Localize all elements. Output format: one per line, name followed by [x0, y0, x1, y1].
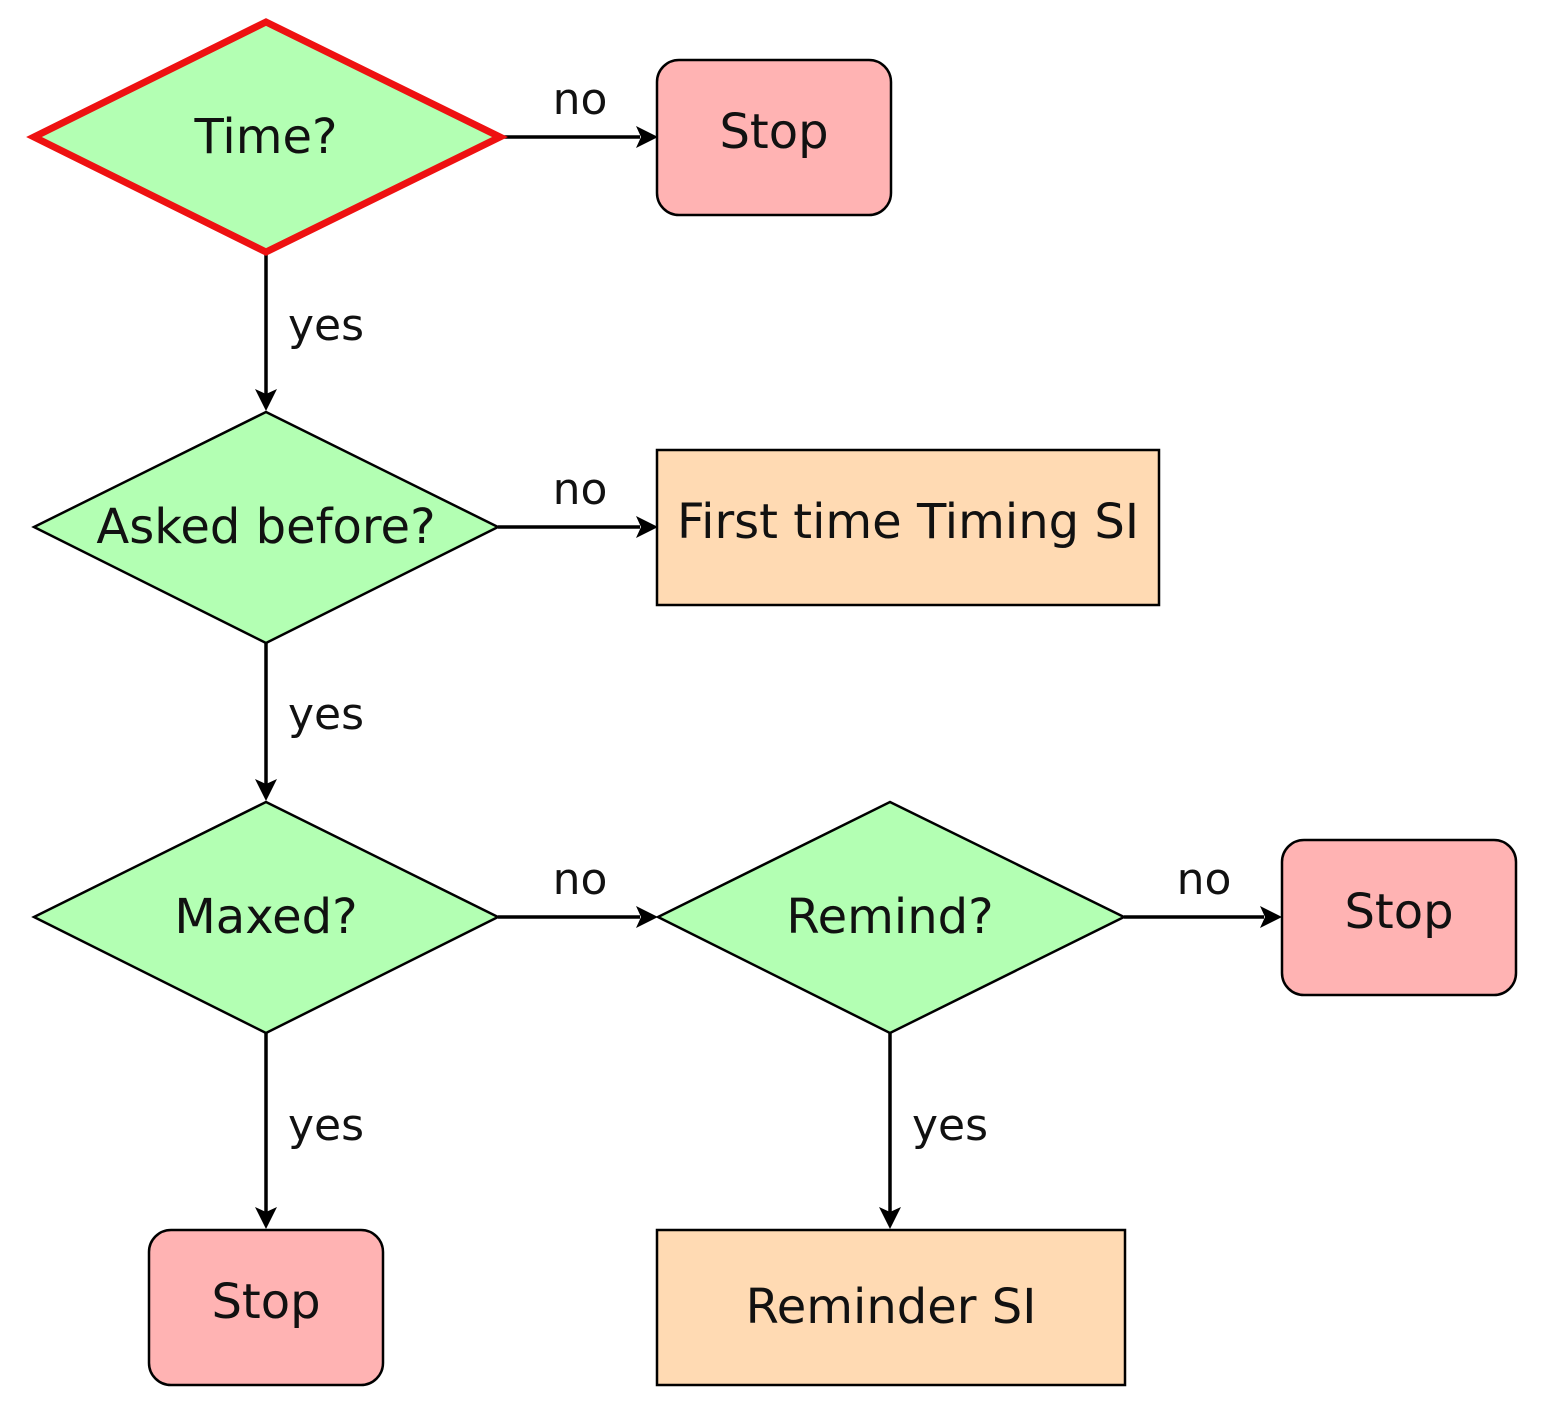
edge-asked-yes: yes — [255, 643, 364, 801]
rounded-rect-shape — [1280, 838, 1518, 997]
node-label: Remind? — [786, 889, 993, 945]
process-reminder-si: Reminder SI — [655, 1228, 1127, 1387]
decision-remind: Remind? — [655, 800, 1127, 1035]
edge-asked-no: no — [498, 464, 658, 538]
edge-time-yes: yes — [255, 252, 364, 411]
terminal-stop-bottom: Stop — [147, 1228, 385, 1387]
edge-label-no: no — [553, 74, 608, 125]
node-label: Time? — [194, 109, 338, 165]
edge-label-yes: yes — [288, 689, 364, 740]
node-label: Stop — [1344, 884, 1453, 940]
decision-asked-before: Asked before? — [31, 410, 501, 645]
decision-maxed: Maxed? — [31, 800, 501, 1035]
edge-maxed-yes: yes — [255, 1033, 364, 1229]
arrowhead — [255, 389, 277, 411]
process-first-time-timing-si: First time Timing SI — [655, 448, 1161, 607]
edge-time-no: no — [500, 74, 658, 148]
rounded-rect-shape — [655, 58, 893, 217]
edge-label-no: no — [1177, 854, 1232, 905]
rect-shape — [655, 1228, 1127, 1387]
arrowhead — [255, 779, 277, 801]
arrowhead — [1260, 906, 1282, 928]
rounded-rect-shape — [147, 1228, 385, 1387]
arrowhead — [255, 1207, 277, 1229]
rect-shape — [655, 448, 1161, 607]
node-label: Maxed? — [174, 889, 357, 945]
diamond-shape — [26, 18, 508, 256]
terminal-stop-right: Stop — [1280, 838, 1518, 997]
node-label: First time Timing SI — [677, 494, 1139, 550]
diamond-shape — [31, 800, 501, 1035]
node-label: Reminder SI — [746, 1279, 1037, 1335]
edge-remind-no: no — [1124, 854, 1282, 928]
arrowhead — [879, 1207, 901, 1229]
arrowhead — [636, 906, 658, 928]
edge-remind-yes: yes — [879, 1033, 988, 1229]
diamond-shape — [31, 410, 501, 645]
decision-time: Time? — [26, 18, 508, 256]
node-label: Asked before? — [96, 499, 435, 555]
node-label: Stop — [211, 1274, 320, 1330]
edge-maxed-no: no — [498, 854, 658, 928]
terminal-stop-top: Stop — [655, 58, 893, 217]
edge-label-no: no — [553, 464, 608, 515]
diamond-shape — [655, 800, 1127, 1035]
edge-label-yes: yes — [288, 1100, 364, 1151]
node-label: Stop — [719, 104, 828, 160]
edge-label-yes: yes — [288, 300, 364, 351]
arrowhead — [636, 516, 658, 538]
edge-label-no: no — [553, 854, 608, 905]
arrowhead — [636, 126, 658, 148]
edge-label-yes: yes — [912, 1100, 988, 1151]
